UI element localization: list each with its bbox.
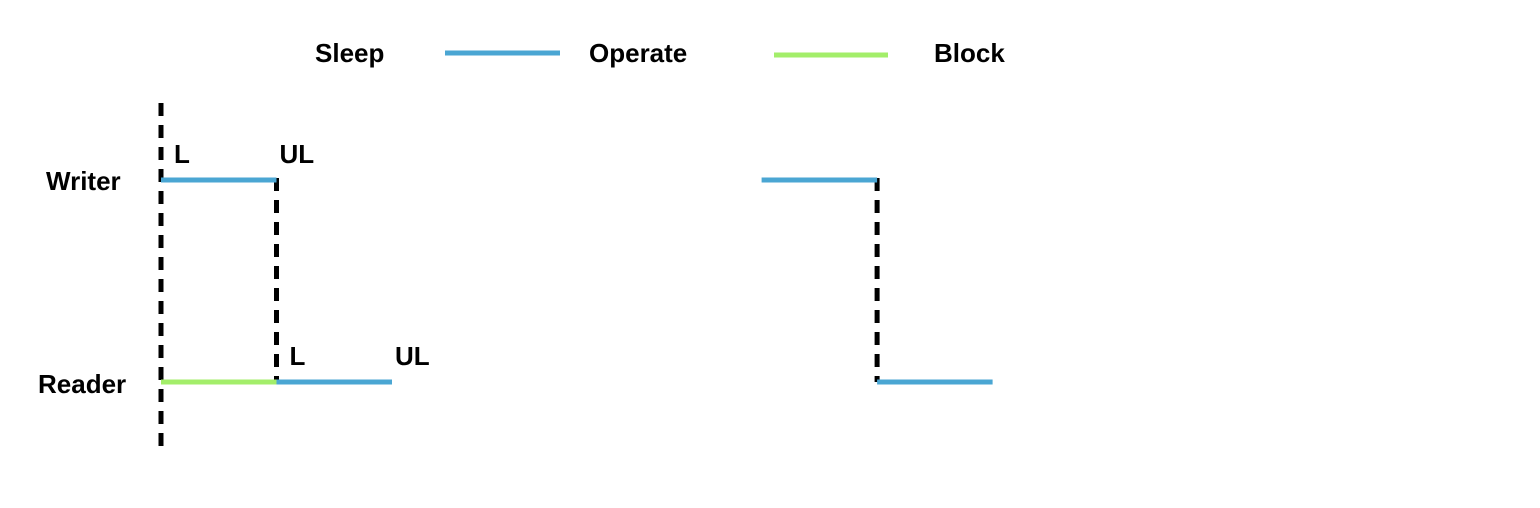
reader-event-label-ul: UL <box>395 341 430 371</box>
reader-lane-label: Reader <box>38 369 126 399</box>
reader-event-label-l: L <box>290 341 306 371</box>
writer-event-label-ul: UL <box>280 139 315 169</box>
writer-lane-label: Writer <box>46 166 121 196</box>
writer-event-label-l: L <box>174 139 190 169</box>
legend-block-label: Block <box>934 38 1005 68</box>
writer-lane: L UL <box>161 139 1367 185</box>
sync-lines <box>158 103 880 452</box>
legend-sleep-label: Sleep <box>315 38 384 68</box>
legend: Sleep Operate Block <box>155 38 1005 68</box>
reader-lane: L UL <box>161 341 1483 387</box>
legend-operate-label: Operate <box>589 38 687 68</box>
